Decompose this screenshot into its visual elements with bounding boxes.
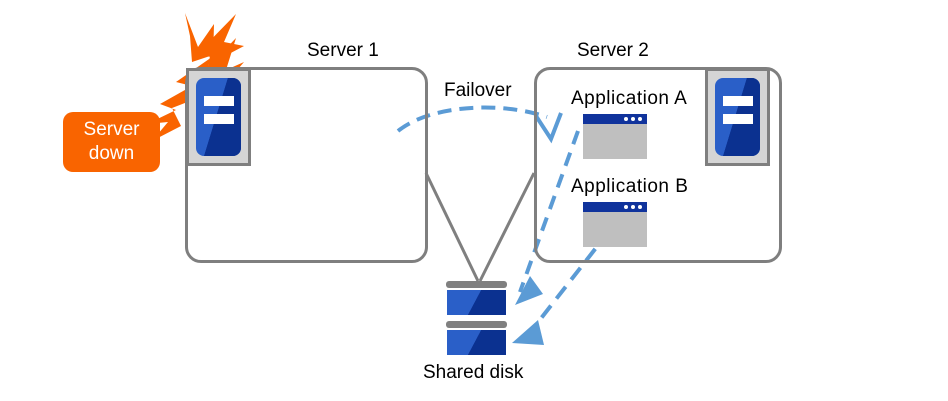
window-dot-icon <box>631 205 635 209</box>
failover-arrow <box>396 105 563 144</box>
application-a-window-icon <box>583 114 647 159</box>
server-1-machine-icon <box>186 68 251 166</box>
window-titlebar <box>583 114 647 124</box>
window-dot-icon <box>624 117 628 121</box>
application-a-label: Application A <box>571 88 688 109</box>
disk-body <box>447 290 506 315</box>
server-2-title: Server 2 <box>577 40 649 61</box>
disk-connector-lines <box>424 172 536 282</box>
disk-body-shade <box>447 290 506 315</box>
window-dot-icon <box>638 117 642 121</box>
server-chassis <box>196 78 241 156</box>
disk-body <box>447 330 506 355</box>
server-slot-bar <box>723 96 753 106</box>
disk-cap <box>446 321 507 328</box>
app-b-to-disk-arrow <box>512 228 612 345</box>
server-down-alert-badge: Server down <box>63 112 160 172</box>
shared-disk-label: Shared disk <box>423 362 524 383</box>
application-b-label: Application B <box>571 176 689 197</box>
disk-cap <box>446 281 507 288</box>
server-down-line-1: Server <box>83 119 140 140</box>
server-chassis <box>715 78 760 156</box>
server-2-box <box>534 67 782 263</box>
server-slot-bar <box>723 114 753 124</box>
server-1-title: Server 1 <box>307 40 379 61</box>
window-dot-icon <box>624 205 628 209</box>
window-dot-icon <box>631 117 635 121</box>
disk-body-shade <box>447 330 506 355</box>
window-titlebar <box>583 202 647 212</box>
application-b-window-icon <box>583 202 647 247</box>
shared-disk-icon <box>446 281 507 355</box>
server-slot-bar <box>204 114 234 124</box>
server-down-line-2: down <box>88 143 135 164</box>
failover-label: Failover <box>444 80 512 101</box>
window-dot-icon <box>638 205 642 209</box>
app-a-to-disk-arrow <box>515 130 580 305</box>
server-slot-bar <box>204 96 234 106</box>
server-2-machine-icon <box>705 68 770 166</box>
